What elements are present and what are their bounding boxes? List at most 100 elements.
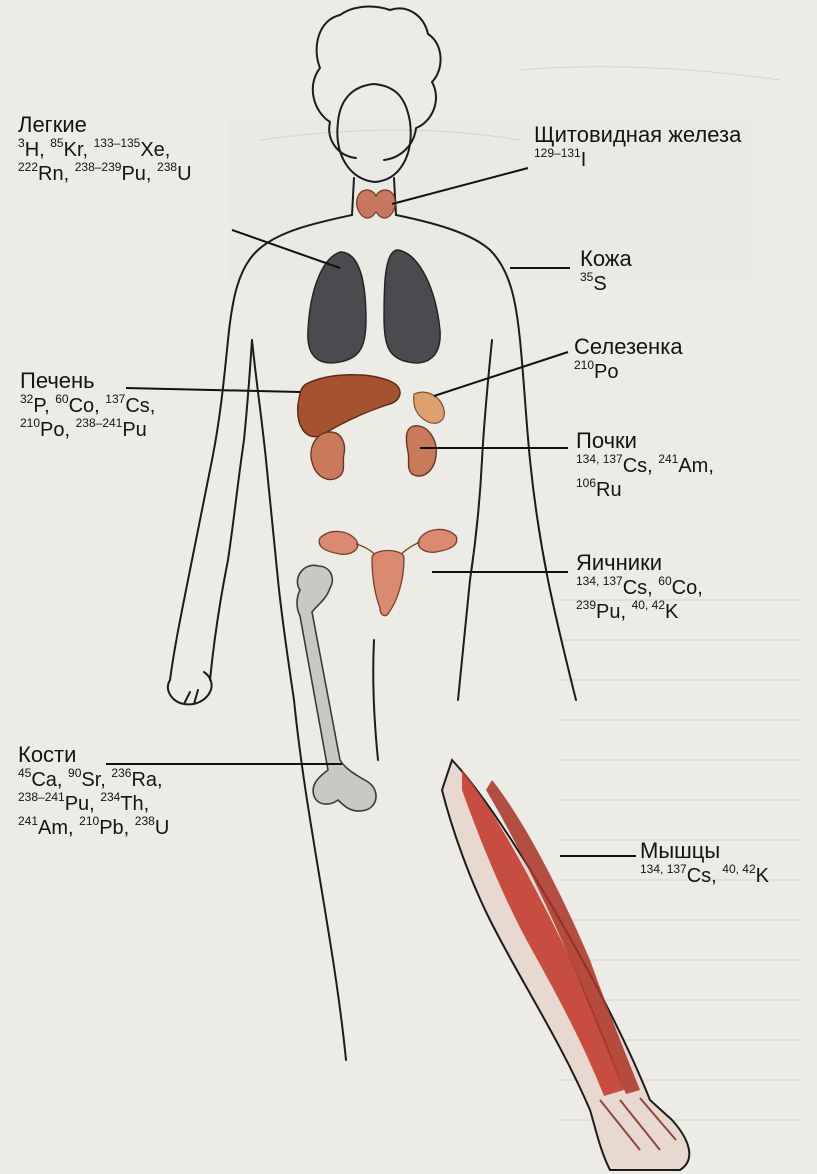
label-spleen-line: 210Po: [574, 360, 683, 384]
label-ovaries-title: Яичники: [576, 550, 703, 576]
kidneys-organ: [311, 426, 436, 480]
isotope-element: Po,: [40, 419, 70, 441]
label-muscles-title: Мышцы: [640, 838, 769, 864]
label-lungs: Легкие 3H, 85Kr, 133–135Xe, 222Rn, 238–2…: [18, 112, 192, 186]
isotope-element: Ru: [596, 479, 622, 501]
isotope-element: Am,: [678, 455, 714, 477]
isotope-element: K: [665, 601, 678, 623]
isotope-element: Cs,: [623, 455, 653, 477]
label-kidneys-line: 134, 137Cs, 241Am,: [576, 454, 714, 478]
isotope-mass: 241: [18, 814, 38, 828]
isotope-element: Ca,: [31, 769, 62, 791]
isotope-element: U: [177, 163, 191, 185]
isotope-mass: 134, 137: [640, 862, 687, 876]
label-kidneys: Почки 134, 137Cs, 241Am, 106Ru: [576, 428, 714, 502]
isotope-mass: 60: [658, 574, 671, 588]
isotope-mass: 236: [111, 766, 131, 780]
isotope-element: Xe,: [140, 139, 170, 161]
isotope-mass: 238–241: [18, 790, 65, 804]
label-liver-line: 32P, 60Co, 137Cs,: [20, 394, 155, 418]
isotope-element: Pu,: [65, 793, 95, 815]
isotope-element: Cs,: [623, 577, 653, 599]
isotope-element: Sr,: [81, 769, 105, 791]
isotope-mass: 210: [79, 814, 99, 828]
isotope-element: P,: [33, 395, 49, 417]
label-muscles: Мышцы 134, 137Cs, 40, 42K: [640, 838, 769, 888]
isotope-element: Co,: [69, 395, 100, 417]
label-bones: Кости 45Ca, 90Sr, 236Ra, 238–241Pu, 234T…: [18, 742, 169, 840]
isotope-mass: 35: [580, 270, 593, 284]
isotope-element: Th,: [120, 793, 149, 815]
isotope-element: Kr,: [64, 139, 88, 161]
isotope-element: Cs,: [687, 865, 717, 887]
label-bones-line: 238–241Pu, 234Th,: [18, 792, 169, 816]
femur-bone: [297, 565, 376, 811]
isotope-mass: 238: [135, 814, 155, 828]
isotope-element: Co,: [672, 577, 703, 599]
isotope-element: Am,: [38, 817, 74, 839]
label-skin-title: Кожа: [580, 246, 632, 272]
label-bones-line: 45Ca, 90Sr, 236Ra,: [18, 768, 169, 792]
isotope-element: Rn,: [38, 163, 69, 185]
label-kidneys-title: Почки: [576, 428, 714, 454]
label-lungs-line: 222Rn, 238–239Pu, 238U: [18, 162, 192, 186]
isotope-element: Cs,: [125, 395, 155, 417]
isotope-mass: 90: [68, 766, 81, 780]
label-skin: Кожа 35S: [580, 246, 632, 296]
liver-organ: [298, 375, 400, 437]
isotope-mass: 3: [18, 136, 25, 150]
isotope-mass: 137: [105, 392, 125, 406]
label-bones-line: 241Am, 210Pb, 238U: [18, 816, 169, 840]
isotope-mass: 134, 137: [576, 452, 623, 466]
isotope-mass: 133–135: [94, 136, 141, 150]
isotope-element: K: [756, 865, 769, 887]
isotope-mass: 234: [100, 790, 120, 804]
isotope-mass: 85: [50, 136, 63, 150]
isotope-mass: 32: [20, 392, 33, 406]
isotope-element: Po: [594, 361, 618, 383]
label-skin-line: 35S: [580, 272, 632, 296]
label-ovaries-line: 134, 137Cs, 60Co,: [576, 576, 703, 600]
label-thyroid-title: Щитовидная железа: [534, 122, 741, 148]
label-ovaries-line: 239Pu, 40, 42K: [576, 600, 703, 624]
label-bones-title: Кости: [18, 742, 169, 768]
isotope-mass: 238: [157, 160, 177, 174]
spleen-organ: [414, 392, 445, 423]
label-ovaries: Яичники 134, 137Cs, 60Co, 239Pu, 40, 42K: [576, 550, 703, 624]
isotope-mass: 241: [658, 452, 678, 466]
isotope-mass: 40, 42: [632, 598, 665, 612]
label-thyroid-line: 129–131I: [534, 148, 741, 172]
leader-line-spleen: [434, 352, 568, 396]
label-muscles-line: 134, 137Cs, 40, 42K: [640, 864, 769, 888]
label-thyroid: Щитовидная железа 129–131I: [534, 122, 741, 172]
isotope-mass: 45: [18, 766, 31, 780]
isotope-mass: 40, 42: [722, 862, 755, 876]
isotope-element: H,: [25, 139, 45, 161]
isotope-element: U: [155, 817, 169, 839]
label-kidneys-line: 106Ru: [576, 478, 714, 502]
isotope-mass: 210: [20, 416, 40, 430]
label-liver-line: 210Po, 238–241Pu: [20, 418, 155, 442]
isotope-element: Pu,: [596, 601, 626, 623]
isotope-mass: 129–131: [534, 146, 581, 160]
isotope-mass: 134, 137: [576, 574, 623, 588]
label-spleen-title: Селезенка: [574, 334, 683, 360]
label-lungs-line: 3H, 85Kr, 133–135Xe,: [18, 138, 192, 162]
forearm: [442, 760, 689, 1170]
label-liver: Печень 32P, 60Co, 137Cs, 210Po, 238–241P…: [20, 368, 155, 442]
label-lungs-title: Легкие: [18, 112, 192, 138]
isotope-element: Pu: [122, 419, 146, 441]
isotope-mass: 222: [18, 160, 38, 174]
isotope-element: Ra,: [131, 769, 162, 791]
isotope-mass: 239: [576, 598, 596, 612]
isotope-element: Pb,: [99, 817, 129, 839]
isotope-mass: 238–241: [76, 416, 123, 430]
forearm-muscle-1: [462, 770, 624, 1096]
isotope-mass: 238–239: [75, 160, 122, 174]
isotope-element: S: [593, 273, 606, 295]
isotope-element: Pu,: [121, 163, 151, 185]
label-spleen: Селезенка 210Po: [574, 334, 683, 384]
isotope-mass: 106: [576, 476, 596, 490]
isotope-mass: 60: [55, 392, 68, 406]
isotope-mass: 210: [574, 358, 594, 372]
